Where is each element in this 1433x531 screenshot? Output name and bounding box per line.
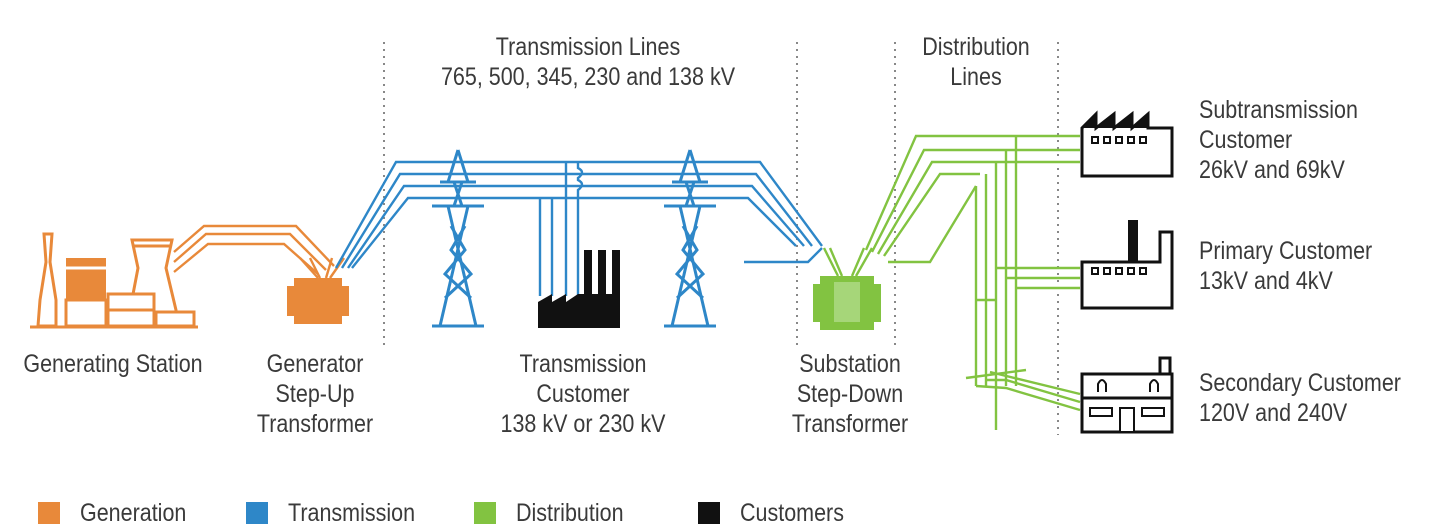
generating-station-label: Generating Station bbox=[23, 349, 204, 379]
legend-item-transmission: Transmission bbox=[246, 498, 436, 528]
primary-customer-label: Primary Customer 13kV and 4kV bbox=[1199, 236, 1372, 296]
transmission-customer-line-1: Transmission bbox=[519, 350, 647, 378]
step-up-transformer-icon bbox=[287, 257, 349, 324]
distribution-lines-title-2: Lines bbox=[950, 63, 1002, 91]
subtransmission-customer-label: Subtransmission Customer 26kV and 69kV bbox=[1199, 95, 1358, 185]
step-up-line-1: Generator bbox=[266, 350, 364, 378]
primary-customer-line-2: 13kV and 4kV bbox=[1199, 267, 1333, 295]
transmission-swatch bbox=[246, 502, 268, 524]
customers-swatch bbox=[698, 502, 720, 524]
transmission-customer-line-2: Customer bbox=[536, 380, 630, 408]
subtransmission-line-3: 26kV and 69kV bbox=[1199, 156, 1345, 184]
transmission-tower-icon bbox=[432, 149, 484, 328]
generation-lines bbox=[173, 224, 335, 275]
transmission-lines-voltages: 765, 500, 345, 230 and 138 kV bbox=[440, 63, 736, 91]
legend-label-transmission: Transmission bbox=[288, 498, 416, 527]
distribution-lines-label: Distribution Lines bbox=[907, 32, 1045, 92]
distribution-lines-title-1: Distribution bbox=[922, 33, 1030, 61]
step-down-line-3: Transformer bbox=[791, 410, 909, 438]
step-up-transformer-label: Generator Step-Up Transformer bbox=[251, 349, 380, 439]
primary-customer-line-1: Primary Customer bbox=[1199, 237, 1373, 265]
secondary-customer-icon bbox=[1080, 356, 1174, 434]
secondary-customer-line-2: 120V and 240V bbox=[1199, 399, 1348, 427]
legend-item-generation: Generation bbox=[38, 498, 204, 528]
secondary-customer-label: Secondary Customer 120V and 240V bbox=[1199, 368, 1401, 428]
transmission-customer-line-3: 138 kV or 230 kV bbox=[500, 410, 666, 438]
step-down-line-1: Substation bbox=[799, 350, 901, 378]
distribution-lines bbox=[864, 134, 1081, 430]
transmission-customer-icon bbox=[538, 250, 620, 328]
step-down-transformer-icon bbox=[813, 247, 881, 330]
step-down-transformer-label: Substation Step-Down Transformer bbox=[783, 349, 917, 439]
subtransmission-line-1: Subtransmission bbox=[1199, 96, 1358, 124]
legend-label-customers: Customers bbox=[740, 498, 844, 527]
transmission-lines bbox=[334, 160, 823, 296]
secondary-customer-line-1: Secondary Customer bbox=[1199, 369, 1401, 397]
transmission-tower-icon bbox=[664, 149, 716, 328]
legend-item-distribution: Distribution bbox=[474, 498, 641, 528]
generating-station-icon bbox=[30, 232, 198, 329]
transmission-lines-title: Transmission Lines bbox=[495, 33, 681, 61]
step-down-line-2: Step-Down bbox=[796, 380, 904, 408]
primary-customer-icon bbox=[1080, 220, 1174, 310]
distribution-swatch bbox=[474, 502, 496, 524]
generation-swatch bbox=[38, 502, 60, 524]
step-up-line-2: Step-Up bbox=[275, 380, 355, 408]
transmission-lines-label: Transmission Lines 765, 500, 345, 230 an… bbox=[438, 32, 737, 92]
legend-item-customers: Customers bbox=[698, 498, 861, 528]
section-dividers bbox=[383, 42, 1059, 435]
step-up-line-3: Transformer bbox=[256, 410, 374, 438]
subtransmission-customer-icon bbox=[1080, 110, 1174, 178]
subtransmission-line-2: Customer bbox=[1199, 126, 1293, 154]
generating-station-text: Generating Station bbox=[23, 350, 203, 378]
transmission-customer-label: Transmission Customer 138 kV or 230 kV bbox=[484, 349, 682, 439]
legend-label-distribution: Distribution bbox=[516, 498, 624, 527]
legend-label-generation: Generation bbox=[80, 498, 187, 527]
